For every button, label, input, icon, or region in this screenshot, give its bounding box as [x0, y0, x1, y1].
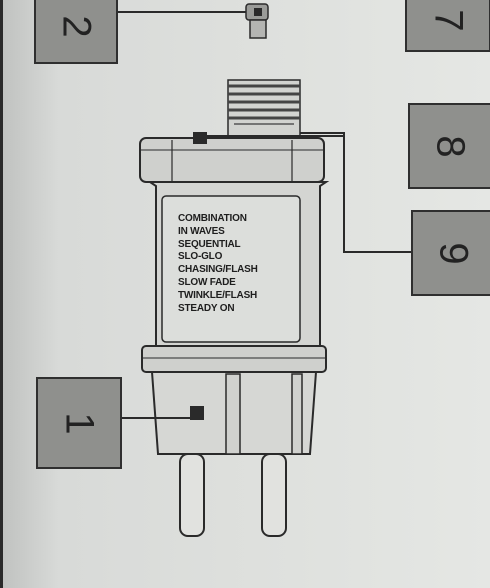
page-edge — [0, 0, 3, 588]
callout-number-8: 8 — [428, 134, 473, 158]
leader-line-9 — [300, 132, 411, 253]
mode-button — [193, 132, 207, 144]
mode-label-chasing-flash: CHASING/FLASH — [178, 264, 258, 276]
callout-box-8: 8 — [408, 103, 490, 189]
controller-top-cap — [139, 137, 325, 183]
mode-label-slo-glo: SLO-GLO — [178, 251, 223, 263]
callout-box-2: 2 — [34, 0, 118, 64]
mode-label-combination: COMBINATION — [178, 213, 247, 224]
mode-label-steady-on: STEADY ON — [178, 302, 235, 314]
marker-1 — [190, 406, 204, 420]
mode-label-panel: COMBINATION IN WAVES SEQUENTIAL SLO-GLO … — [174, 209, 292, 335]
callout-number-2: 2 — [54, 14, 99, 38]
connector-plug-part — [245, 3, 269, 39]
callout-box-1: 1 — [36, 377, 122, 469]
callout-number-7: 7 — [426, 8, 471, 32]
callout-number-9: 9 — [431, 241, 476, 265]
callout-box-7: 7 — [405, 0, 490, 52]
controller-body — [146, 181, 330, 347]
threaded-connector — [227, 79, 301, 139]
mode-label-in-waves: IN WAVES — [178, 225, 225, 237]
callout-box-9: 9 — [411, 210, 490, 296]
controller-collar — [141, 345, 327, 373]
mode-label-twinkle-flash: TWINKLE/FLASH — [178, 289, 258, 301]
mode-label-sequential: SEQUENTIAL — [178, 238, 241, 250]
callout-number-1: 1 — [57, 411, 102, 435]
plug-prongs — [179, 453, 287, 537]
mode-label-slow-fade: SLOW FADE — [178, 276, 236, 288]
plug-base — [150, 371, 318, 455]
